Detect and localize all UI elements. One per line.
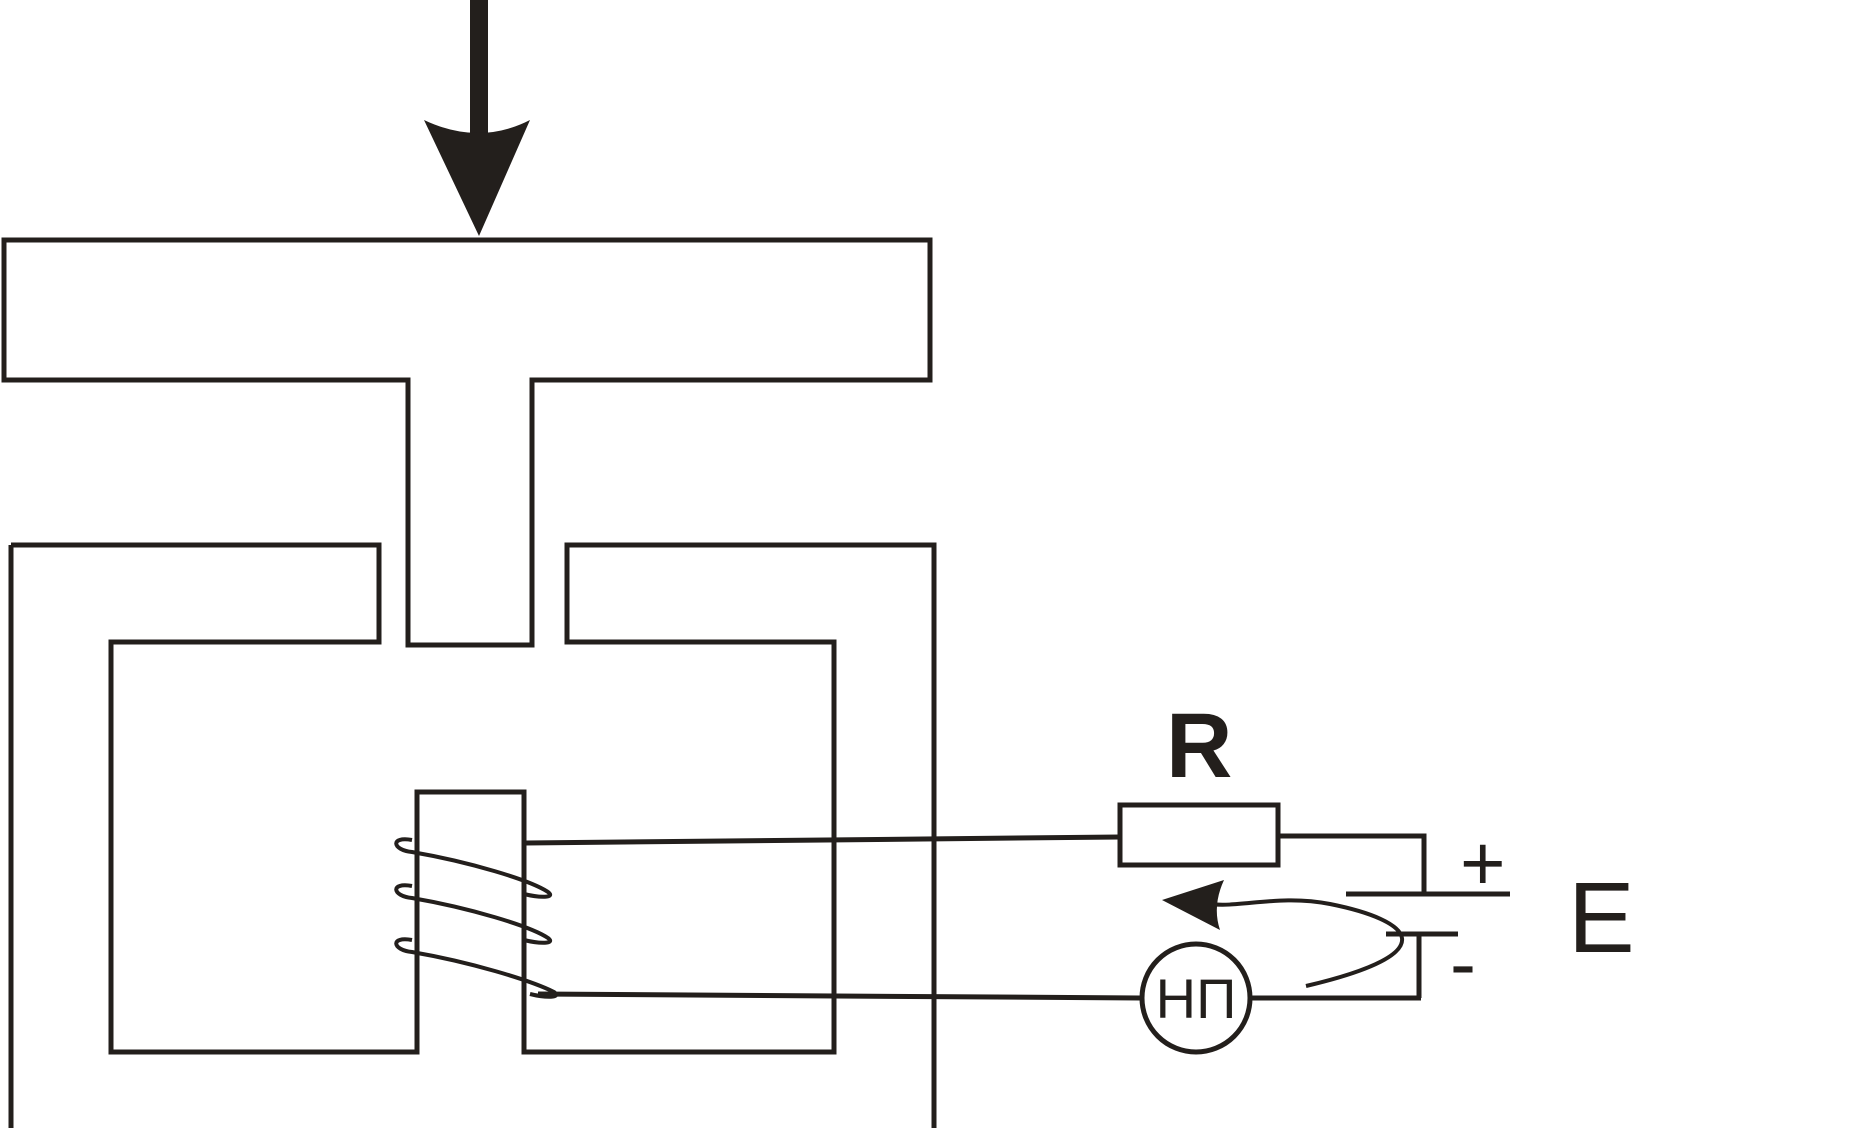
core-left-half bbox=[11, 542, 937, 1128]
armature bbox=[1, 237, 933, 648]
coil-winding bbox=[394, 837, 558, 999]
wire-bottom bbox=[537, 991, 1141, 1001]
battery bbox=[1346, 891, 1510, 998]
resistor-label: R bbox=[1166, 695, 1232, 797]
wire-top bbox=[525, 834, 1121, 846]
force-arrow-icon bbox=[424, 0, 530, 236]
wire-resistor-to-battery bbox=[1278, 833, 1427, 892]
core-outer-frame bbox=[8, 545, 937, 1128]
plus-sign: + bbox=[1460, 819, 1506, 907]
resistor bbox=[1117, 802, 1281, 868]
indicator-label: НП bbox=[1156, 967, 1237, 1030]
source-label: E bbox=[1568, 862, 1635, 974]
minus-sign: - bbox=[1450, 919, 1476, 1007]
current-direction-arrow-icon bbox=[1162, 880, 1405, 988]
